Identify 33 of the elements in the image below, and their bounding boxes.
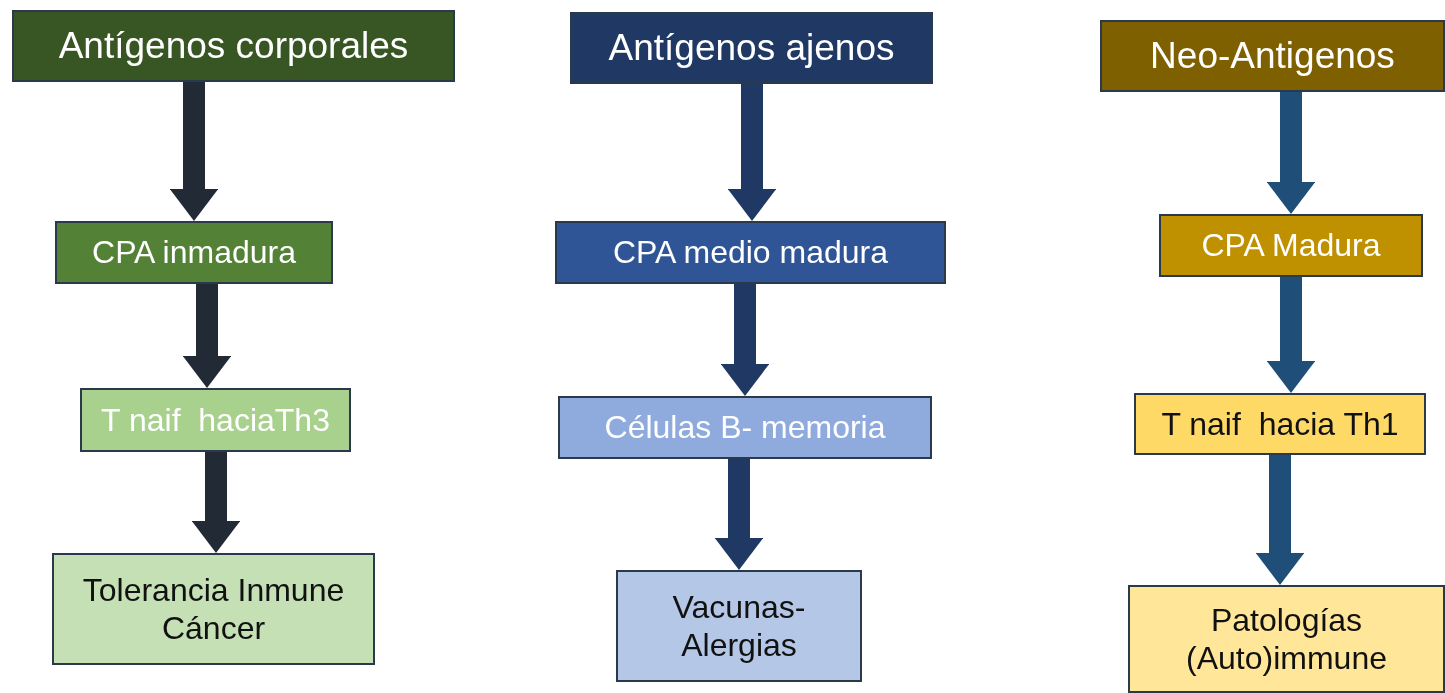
process-box xyxy=(12,10,455,82)
block-arrow xyxy=(1266,277,1316,393)
process-box xyxy=(1134,393,1426,455)
box-label: Células B- memoria xyxy=(604,408,886,447)
block-arrow xyxy=(727,84,777,221)
block-arrow xyxy=(182,284,232,388)
block-arrow xyxy=(714,459,764,570)
box-label: CPA Madura xyxy=(1201,226,1381,265)
box-label: Neo-Antigenos xyxy=(1150,33,1395,78)
box-label: Antígenos corporales xyxy=(58,23,409,68)
block-arrow xyxy=(191,452,241,553)
process-box xyxy=(80,388,351,452)
block-arrow xyxy=(1255,455,1305,585)
box-label: Vacunas- Alergias xyxy=(671,587,807,665)
process-box xyxy=(1100,20,1445,92)
box-label: Antígenos ajenos xyxy=(608,25,895,70)
process-box xyxy=(570,12,933,84)
block-arrow xyxy=(169,82,219,221)
box-label: CPA medio madura xyxy=(612,233,889,272)
process-box xyxy=(1128,585,1445,693)
process-box xyxy=(555,221,946,284)
process-box xyxy=(52,553,375,665)
box-label: Tolerancia Inmune Cáncer xyxy=(81,570,346,648)
box-label: T naif haciaTh3 xyxy=(101,400,330,440)
box-label: Patologías (Auto)immune xyxy=(1185,600,1388,678)
process-box xyxy=(1159,214,1423,277)
process-box xyxy=(616,570,862,682)
box-label: CPA inmadura xyxy=(92,233,296,272)
block-arrow xyxy=(1266,92,1316,214)
process-box xyxy=(55,221,333,284)
box-label: T naif hacia Th1 xyxy=(1161,404,1399,444)
block-arrow xyxy=(720,284,770,396)
process-box xyxy=(558,396,932,459)
